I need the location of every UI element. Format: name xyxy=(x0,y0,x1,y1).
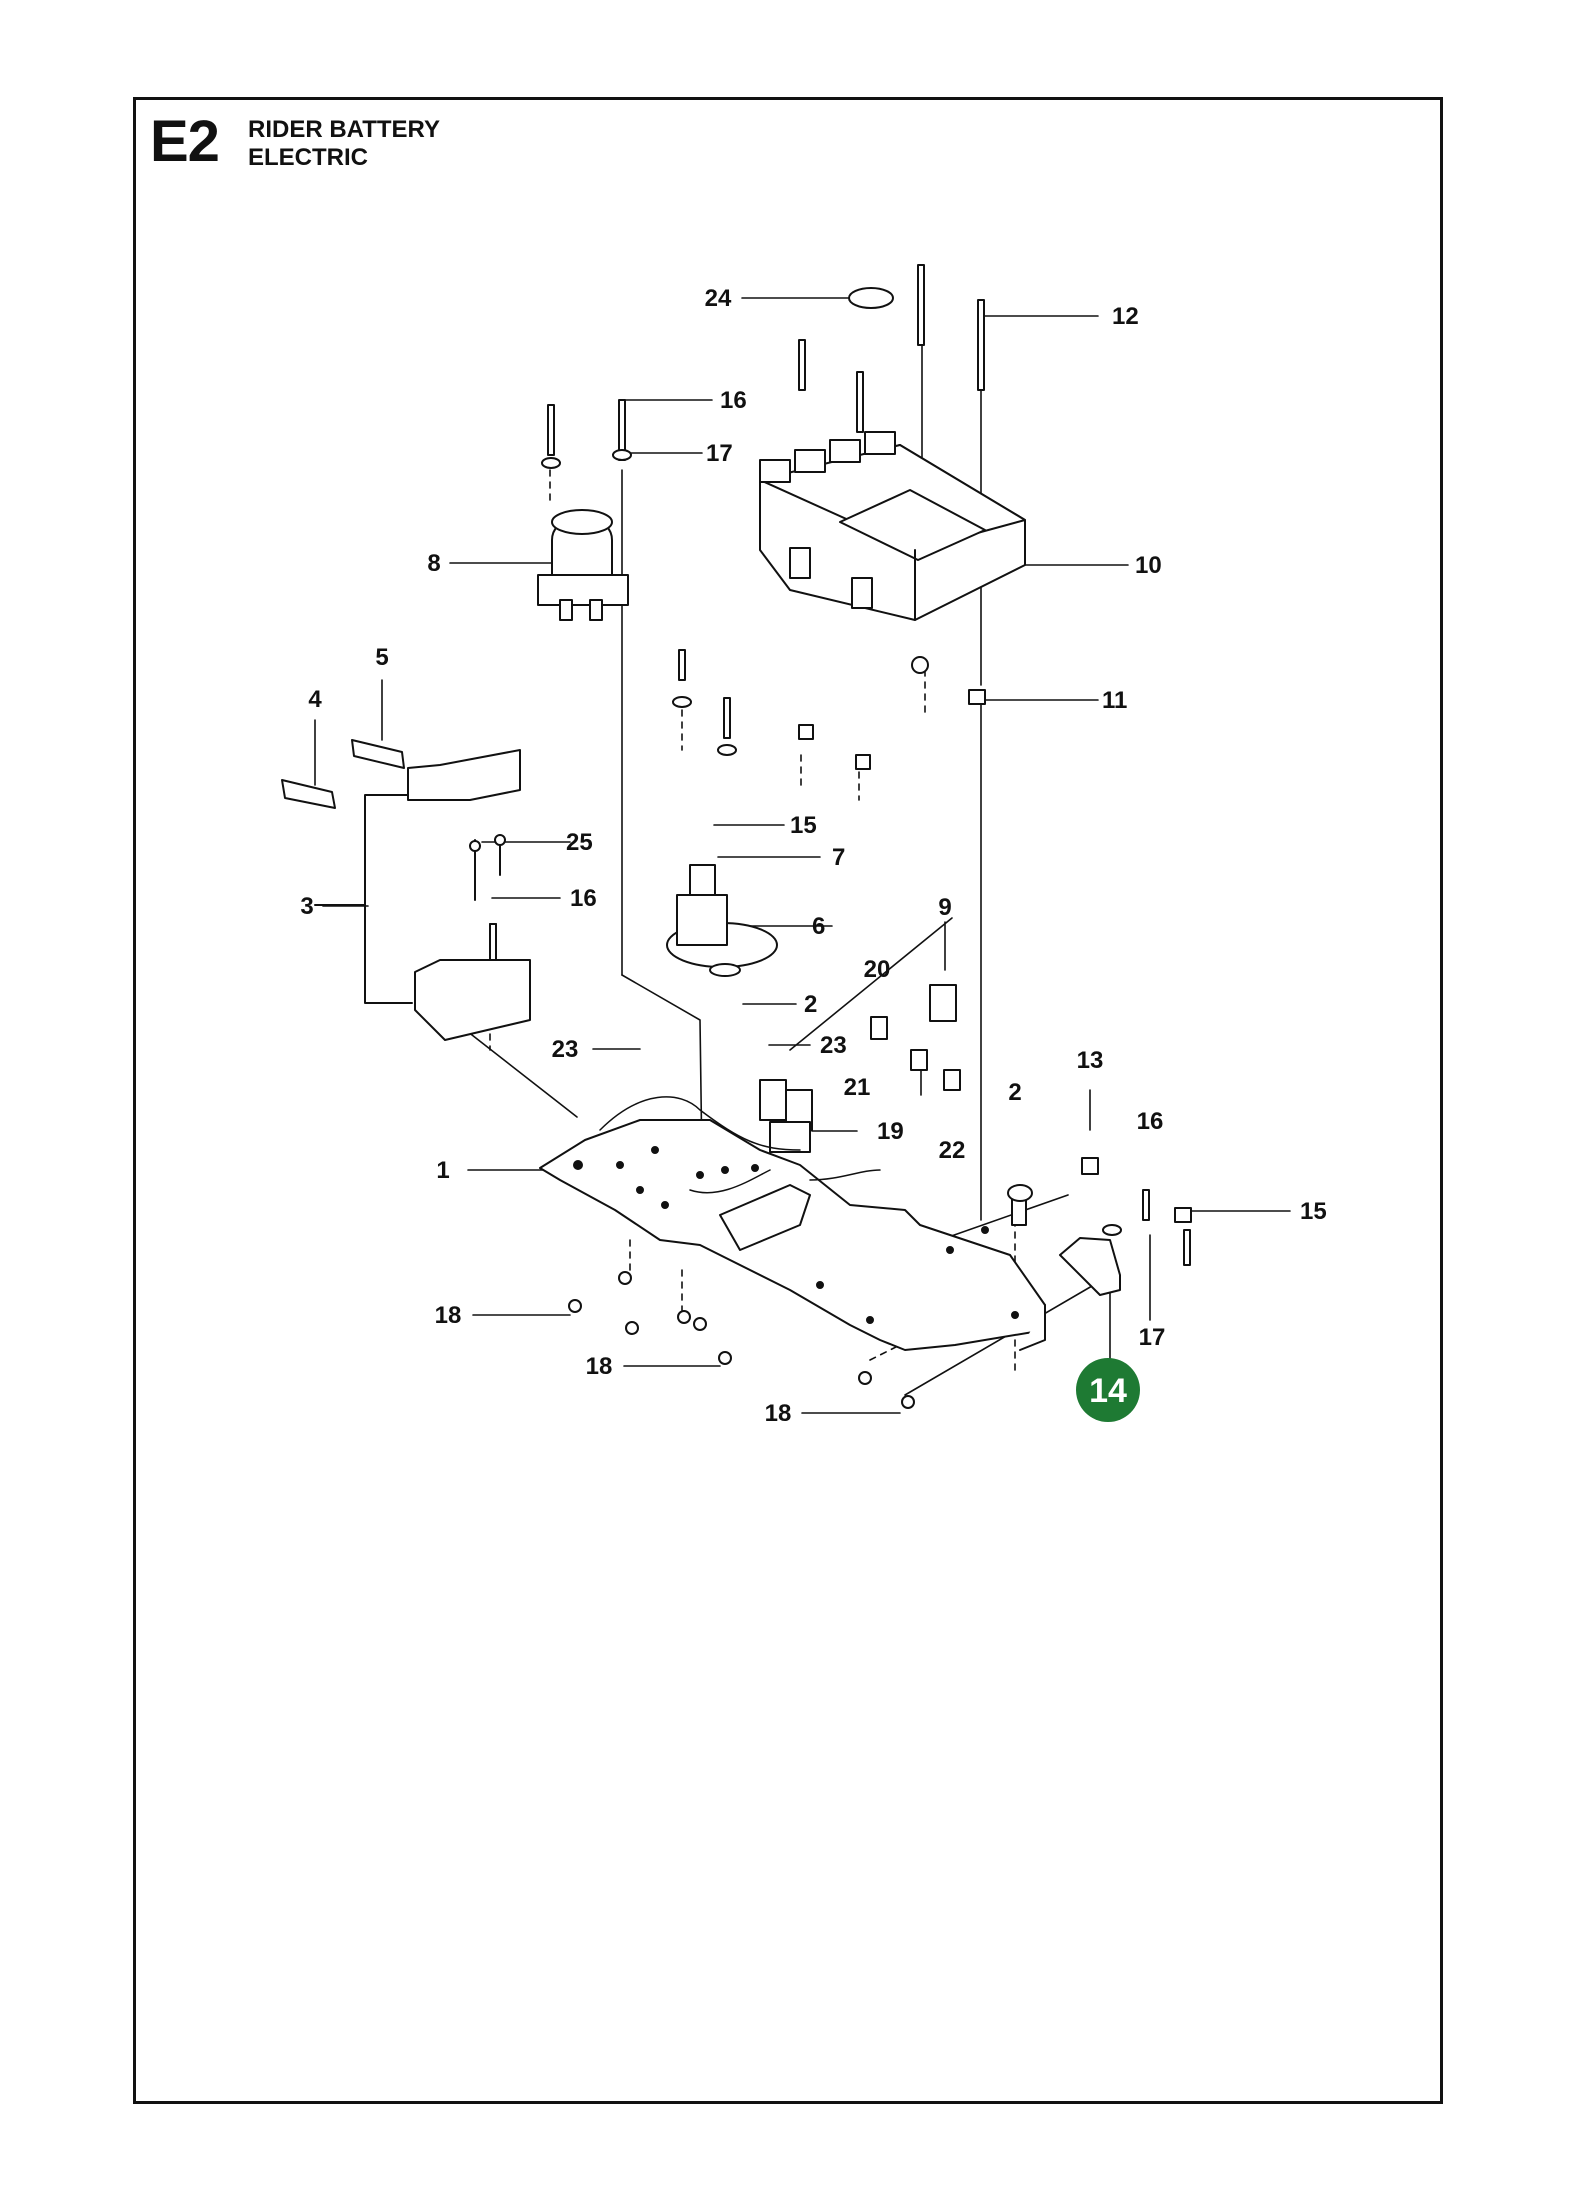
callout-22: 22 xyxy=(939,1137,966,1164)
callout-8: 8 xyxy=(427,550,440,577)
callout-21: 21 xyxy=(844,1074,871,1101)
mount-bracket xyxy=(1007,1157,1192,1296)
base-plate xyxy=(539,1119,1046,1351)
screws xyxy=(489,264,1191,1266)
callout-2-mid: 2 xyxy=(804,991,817,1018)
highlight-badge xyxy=(1076,1358,1140,1422)
callout-14: 14 xyxy=(1089,1372,1127,1410)
section-title-line-1: RIDER BATTERY xyxy=(248,116,440,143)
solenoid xyxy=(537,509,629,621)
callout-20: 20 xyxy=(864,956,891,983)
callout-17-right: 17 xyxy=(1139,1324,1166,1351)
highlighted-callout-14: 14 xyxy=(1076,1358,1140,1422)
leader-lines xyxy=(314,264,1291,1414)
callout-12: 12 xyxy=(1112,303,1139,330)
callout-18-left: 18 xyxy=(435,1302,462,1329)
nuts xyxy=(568,1271,915,1409)
small-fuses xyxy=(759,984,961,1153)
drawing-frame xyxy=(133,97,1443,2104)
section-code: E2 xyxy=(150,109,220,174)
callout-24: 24 xyxy=(705,285,732,312)
fuse-holder xyxy=(281,739,531,1041)
callout-16-right: 16 xyxy=(1137,1108,1164,1135)
callout-18-mid: 18 xyxy=(586,1353,613,1380)
controller-bushings xyxy=(789,547,929,674)
callout-16-top: 16 xyxy=(720,387,747,414)
callout-3: 3 xyxy=(300,893,313,920)
callout-2-right: 2 xyxy=(1008,1079,1021,1106)
callout-6: 6 xyxy=(812,913,825,940)
section-title-line-2: ELECTRIC xyxy=(248,144,368,171)
callout-13: 13 xyxy=(1077,1047,1104,1074)
callout-15-right: 15 xyxy=(1300,1198,1327,1225)
callout-23-left: 23 xyxy=(552,1036,579,1063)
callout-1: 1 xyxy=(436,1157,449,1184)
callout-16-mid: 16 xyxy=(570,885,597,912)
section-title: RIDER BATTERY ELECTRIC xyxy=(248,116,440,172)
wiring xyxy=(599,1096,881,1194)
callout-15-mid: 15 xyxy=(790,812,817,839)
callout-7: 7 xyxy=(832,844,845,871)
callout-4: 4 xyxy=(308,686,322,713)
plate-holes xyxy=(573,1146,1019,1324)
callout-11: 11 xyxy=(1102,687,1127,714)
callout-23-right: 23 xyxy=(820,1032,847,1059)
callout-17-top: 17 xyxy=(706,440,733,467)
callout-25: 25 xyxy=(566,829,593,856)
callout-5: 5 xyxy=(375,644,388,671)
controller-module xyxy=(759,431,1026,621)
washers xyxy=(541,287,1122,1236)
callout-labels: 24 12 16 17 8 10 5 4 11 15 7 25 3 16 6 9… xyxy=(300,285,1326,1427)
callout-18-bottom: 18 xyxy=(765,1400,792,1427)
callout-19: 19 xyxy=(877,1118,904,1145)
relay xyxy=(666,864,778,977)
callout-10: 10 xyxy=(1135,552,1162,579)
fuse-holder-bracket xyxy=(314,794,413,1004)
callout-9: 9 xyxy=(938,894,951,921)
